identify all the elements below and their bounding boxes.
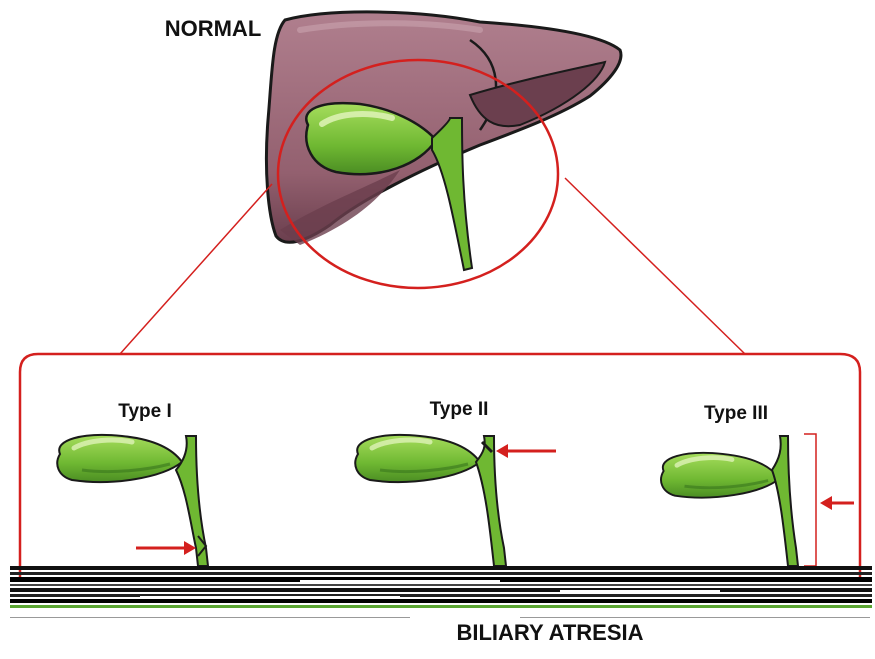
connector-left	[120, 184, 272, 354]
label-biliary-atresia: BILIARY ATRESIA	[456, 620, 643, 645]
type-2-illustration	[355, 435, 506, 566]
arrow-type-1	[136, 541, 196, 555]
label-type-1: Type I	[118, 401, 172, 422]
label-type-3: Type III	[704, 403, 768, 424]
arrow-type-2	[496, 444, 556, 458]
arrow-type-3	[820, 496, 854, 510]
type-3-illustration	[661, 436, 798, 566]
label-normal: NORMAL	[165, 16, 262, 41]
scan-noise-band	[10, 566, 872, 618]
connector-right	[565, 178, 745, 354]
label-type-2: Type II	[430, 399, 489, 420]
bracket-type-3	[804, 434, 816, 566]
